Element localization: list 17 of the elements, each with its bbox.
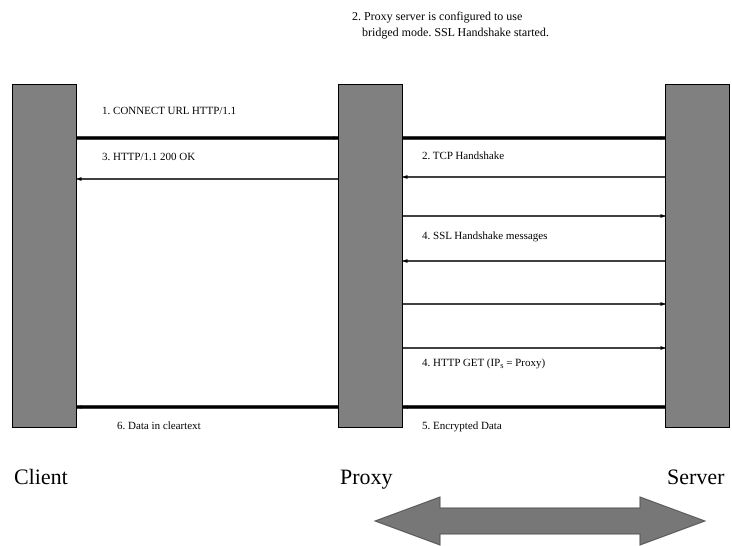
- note-text: 2. Proxy server is configured to use bridged mode. SSL Handshake started.: [352, 8, 550, 40]
- arrow: [403, 214, 666, 218]
- arrow: [402, 405, 665, 409]
- arrow: [402, 175, 665, 179]
- edge-label: 4. HTTP GET (IP$_{s}$ = Proxy): [420, 357, 548, 371]
- participant-label: Server: [667, 466, 724, 488]
- edge-label: 5. Encrypted Data: [420, 420, 504, 434]
- arrow: [403, 136, 666, 140]
- arrow: [76, 405, 338, 409]
- arrow: [403, 302, 666, 306]
- arrow: [76, 177, 338, 181]
- arrow: [402, 259, 665, 263]
- arrow: [403, 346, 666, 350]
- arrow: [77, 136, 338, 140]
- edge-label: 4. SSL Handshake messages: [420, 230, 550, 244]
- participant-label: Proxy: [340, 466, 393, 488]
- participant-label: Client: [14, 466, 68, 488]
